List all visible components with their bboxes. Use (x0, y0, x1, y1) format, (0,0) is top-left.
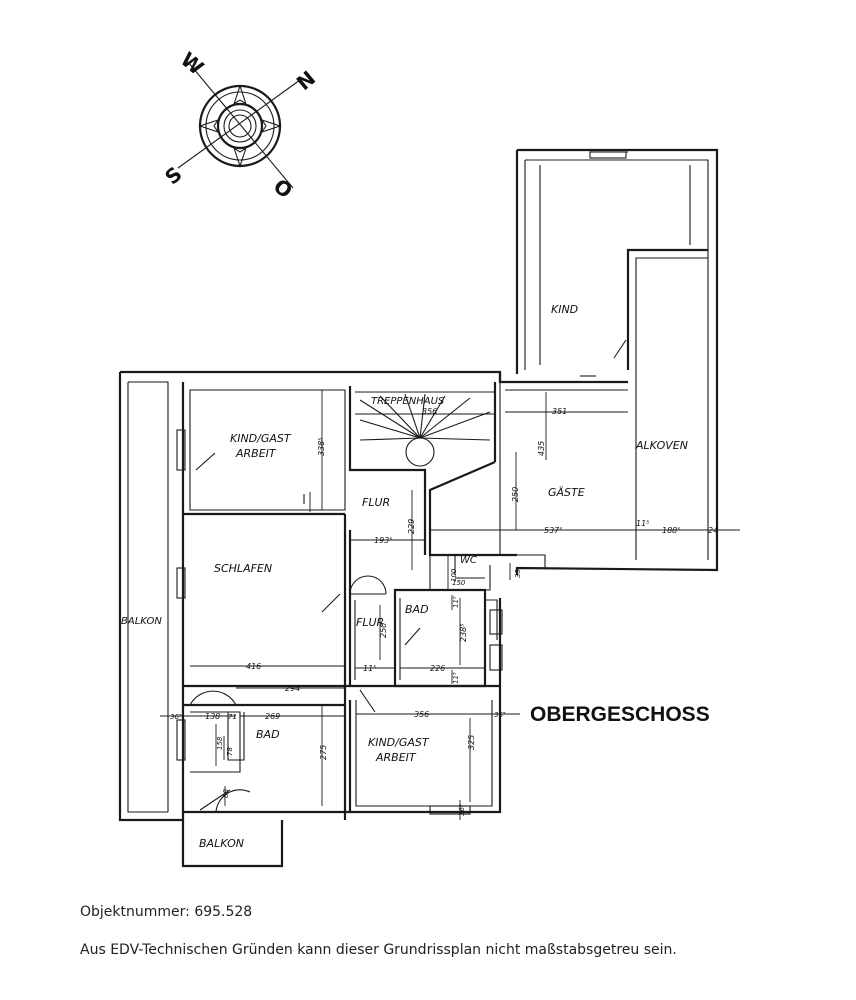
room-label-kind-gast-top: KIND/GAST (230, 432, 292, 445)
dim-label: 338⁵ (317, 438, 326, 456)
interior-walls (176, 151, 628, 868)
dim-label: 100 (450, 568, 458, 582)
object-number: Objektnummer: 695.528 (80, 904, 253, 920)
room-label-gaeste: GÄSTE (548, 486, 585, 499)
dim-label: 36⁵ (458, 804, 466, 816)
room-label-bad-lower: BAD (256, 728, 280, 741)
dim-label: 36⁵ (170, 713, 182, 721)
dim-label: 11⁵ (363, 664, 376, 673)
room-label-bad-mid: BAD (405, 603, 429, 616)
dim-label: 71 (228, 713, 237, 721)
dim-label: 11⁵ (636, 519, 649, 528)
dim-label: 537⁵ (544, 526, 562, 535)
room-label-balkon-west: BALKON (121, 616, 162, 627)
compass-rose: W N S O (160, 47, 320, 203)
dim-label: 11⁵ (452, 596, 460, 608)
floor-title: OBERGESCHOSS (530, 703, 710, 726)
dim-label: 294 (285, 684, 300, 693)
dim-label: 250 (511, 487, 520, 502)
room-label-balkon-south: BALKON (199, 837, 244, 850)
dim-label: 250 (379, 623, 388, 638)
room-label-kind-gast-bottom: KIND/GAST (368, 736, 430, 749)
dim-label: 229 (407, 519, 416, 534)
room-label-treppenhaus: TREPPENHAUS (371, 396, 445, 407)
dim-label: 24 (708, 526, 718, 535)
dim-label: 416 (246, 662, 261, 671)
dim-label: 35 (514, 569, 522, 578)
compass-north-label: N (292, 66, 320, 95)
room-label-schlafen: SCHLAFEN (214, 562, 272, 575)
dimension-lines (160, 390, 740, 820)
dim-label: 36⁵ (494, 711, 506, 719)
room-labels: KIND ALKOVEN TREPPENHAUS KIND/GAST ARBEI… (121, 303, 688, 850)
dim-label: 226 (430, 664, 445, 673)
dim-label: 269 (265, 712, 280, 721)
dim-label: 78 (226, 747, 234, 756)
dim-label: 325 (467, 735, 476, 750)
dimension-labels: 356 351 338⁵ 435 250 537⁵ 11⁵ 188⁵ 24 19… (170, 407, 718, 816)
dim-label: 88 (222, 789, 230, 798)
dim-label: 351 (552, 407, 567, 416)
dim-label: 435 (537, 441, 546, 456)
room-label-kind: KIND (551, 303, 578, 316)
dim-label: 138 (205, 712, 220, 721)
room-label-alkoven: ALKOVEN (635, 439, 688, 452)
dim-label: 238⁵ (459, 624, 468, 642)
room-label-wc: WC (460, 555, 477, 566)
dim-label: 11⁵ (452, 672, 460, 684)
dim-label: 193⁵ (374, 536, 392, 545)
scale-disclaimer: Aus EDV-Technischen Gründen kann dieser … (80, 942, 677, 958)
dim-label: 275 (319, 745, 328, 760)
room-label-flur-mid: FLUR (356, 616, 384, 629)
compass-east-label: O (269, 174, 297, 203)
dim-label: 158 (216, 736, 224, 750)
exterior-walls (118, 148, 719, 822)
dim-label: 150 (452, 579, 466, 587)
room-label-arbeit-top: ARBEIT (235, 447, 277, 460)
compass-south-label: S (160, 162, 186, 190)
room-label-flur-top: FLUR (362, 496, 390, 509)
dim-label: 356 (414, 710, 429, 719)
dim-label: 188⁵ (662, 526, 680, 535)
compass-west-label: W (176, 47, 208, 80)
dim-label: 356 (422, 407, 437, 416)
room-label-arbeit-bottom: ARBEIT (375, 751, 417, 764)
